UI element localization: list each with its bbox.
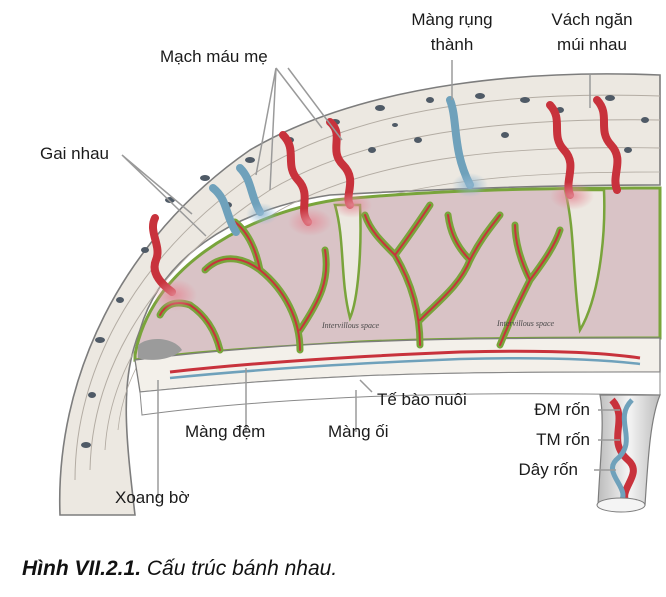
decidua-band bbox=[58, 73, 661, 516]
intervillous-label-1: Intervillous space bbox=[322, 321, 380, 330]
label-chorionic-plate: Màng đệm bbox=[185, 422, 266, 441]
cord-cut-end bbox=[596, 497, 646, 513]
intervillous-label-2: Intervillous space bbox=[497, 319, 555, 328]
caption-text: Cấu trúc bánh nhau. bbox=[146, 557, 338, 580]
label-trophoblast: Tế bào nuôi bbox=[377, 390, 467, 409]
septum-2 bbox=[563, 188, 606, 334]
label-maternal-vessels: Mạch máu mẹ bbox=[160, 47, 268, 66]
leader-lines bbox=[121, 60, 620, 498]
marginal-sinus-shape bbox=[138, 338, 182, 360]
label-decidua-2: thành bbox=[430, 35, 474, 54]
placenta-diagram bbox=[58, 60, 662, 516]
label-marginal-sinus: Xoang bờ bbox=[115, 488, 190, 507]
label-septum-1: Vách ngăn bbox=[551, 10, 633, 29]
label-decidua-1: Màng rụng bbox=[411, 10, 493, 29]
label-umbilical-cord: Dây rốn bbox=[518, 460, 578, 479]
label-villi: Gai nhau bbox=[40, 144, 109, 163]
caption-number: Hình VII.2.1. bbox=[22, 557, 142, 580]
label-umbilical-artery: ĐM rốn bbox=[534, 400, 590, 419]
label-septum-2: múi nhau bbox=[557, 35, 627, 54]
label-amnion: Màng ối bbox=[328, 422, 389, 441]
septum-1 bbox=[333, 203, 362, 322]
label-umbilical-vein: TM rốn bbox=[536, 430, 590, 449]
figure-caption: Hình VII.2.1. Cấu trúc bánh nhau. bbox=[22, 557, 337, 581]
